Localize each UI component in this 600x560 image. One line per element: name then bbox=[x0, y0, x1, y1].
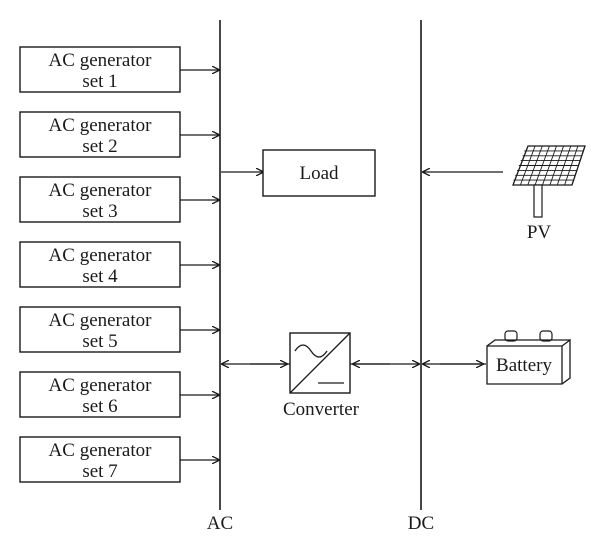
pv-source: PV bbox=[423, 145, 586, 243]
generator-label: AC generator bbox=[49, 375, 153, 396]
generator-set-7: AC generator set 7 bbox=[19, 436, 219, 483]
generator-set-number: set 7 bbox=[82, 461, 117, 482]
generator-label: AC generator bbox=[49, 115, 153, 136]
battery: Battery bbox=[423, 330, 571, 385]
pv-label: PV bbox=[527, 222, 552, 243]
generator-box bbox=[19, 306, 181, 353]
dc-bus-label: DC bbox=[408, 513, 434, 534]
generator-label: AC generator bbox=[49, 440, 153, 461]
battery-icon bbox=[486, 330, 571, 385]
load-label: Load bbox=[299, 163, 339, 184]
generator-set-1: AC generator set 1 bbox=[19, 46, 219, 93]
generator-set-2: AC generator set 2 bbox=[19, 111, 219, 158]
generator-label: AC generator bbox=[49, 50, 153, 71]
generator-set-number: set 6 bbox=[82, 396, 117, 417]
generator-set-5: AC generator set 5 bbox=[19, 306, 219, 353]
generator-set-number: set 3 bbox=[82, 201, 117, 222]
generator-set-number: set 5 bbox=[82, 331, 117, 352]
generator-label: AC generator bbox=[49, 310, 153, 331]
generator-box bbox=[19, 436, 181, 483]
generator-box bbox=[19, 46, 181, 93]
generator-box bbox=[19, 371, 181, 418]
converter-label: Converter bbox=[283, 399, 360, 420]
ac-bus-label: AC bbox=[207, 513, 233, 534]
generator-label: AC generator bbox=[49, 180, 153, 201]
solar-panel-icon bbox=[512, 145, 586, 218]
load: Load bbox=[221, 149, 376, 197]
generator-set-3: AC generator set 3 bbox=[19, 176, 219, 223]
generator-label: AC generator bbox=[49, 245, 153, 266]
generator-set-number: set 1 bbox=[82, 71, 117, 92]
generator-set-number: set 4 bbox=[82, 266, 118, 287]
generator-set-number: set 2 bbox=[82, 136, 117, 157]
generator-box bbox=[19, 111, 181, 158]
converter: Converter bbox=[222, 332, 419, 420]
battery-label: Battery bbox=[496, 355, 552, 376]
load-box bbox=[262, 149, 376, 197]
generator-set-4: AC generator set 4 bbox=[19, 241, 219, 288]
generator-box bbox=[19, 176, 181, 223]
ac-dc-converter-icon bbox=[289, 332, 351, 394]
generator-set-6: AC generator set 6 bbox=[19, 371, 219, 418]
